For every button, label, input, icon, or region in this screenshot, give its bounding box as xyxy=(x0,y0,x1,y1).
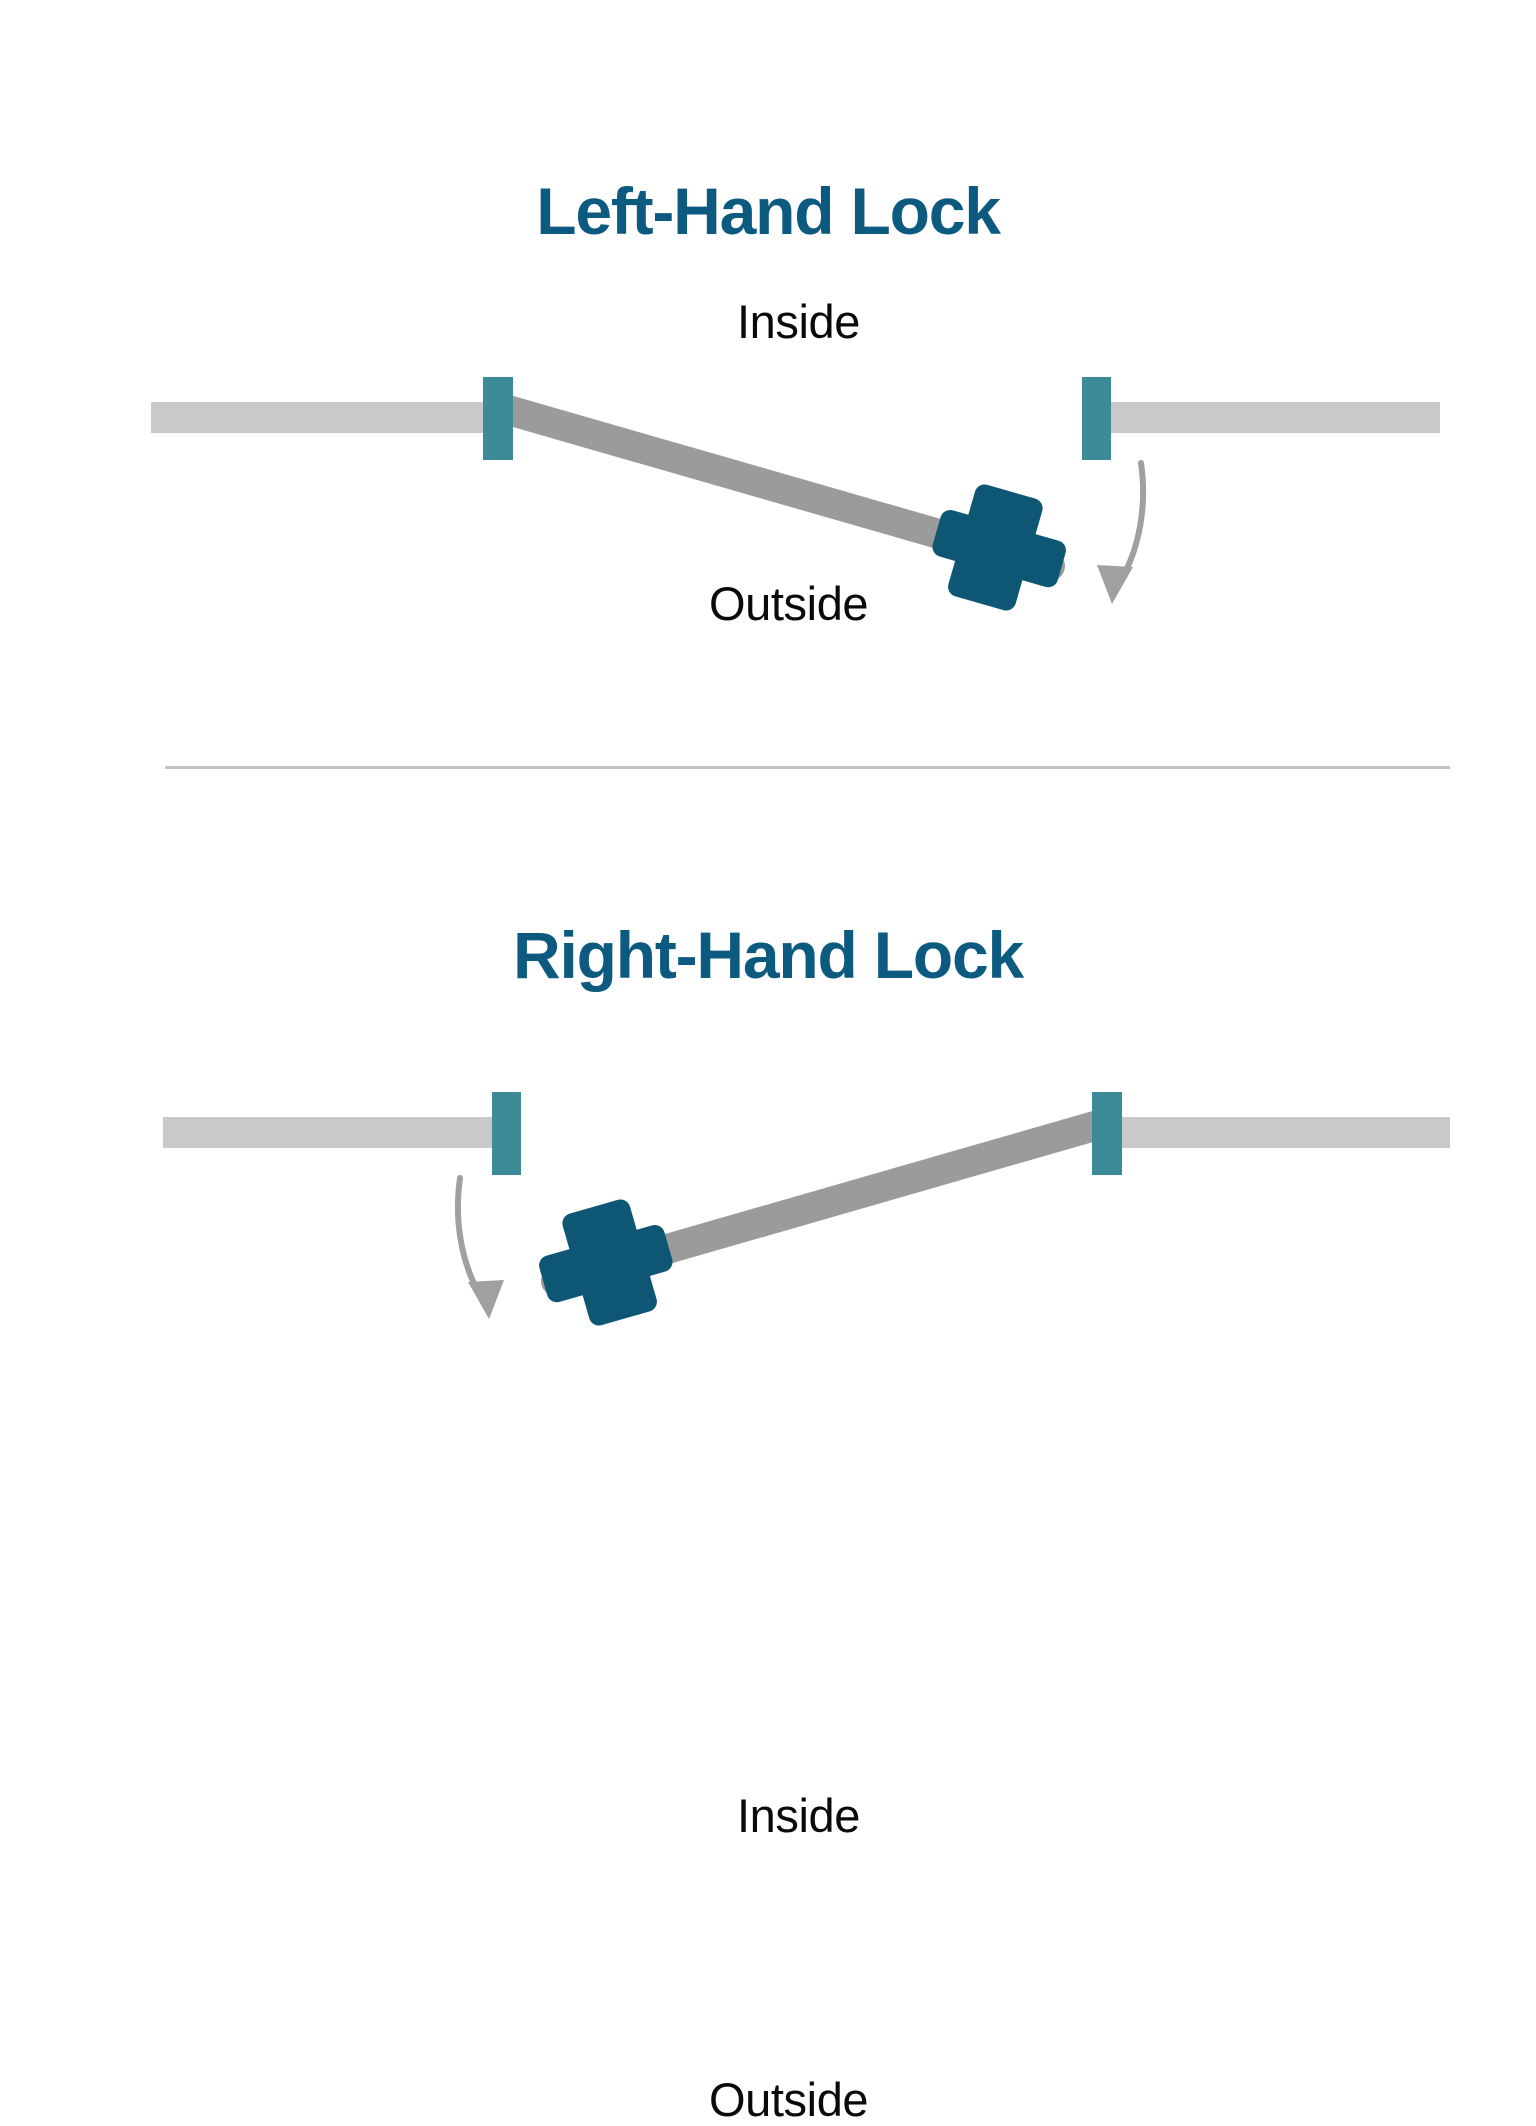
page-title-left-hand-lock: Left-Hand Lock xyxy=(536,174,1001,249)
panel-left-hand-lock: Left-Hand Lock Inside Outside xyxy=(0,0,1536,768)
panel-right-hand-lock: Right-Hand Lock Inside Outside xyxy=(0,768,1536,2123)
inside-label-bottom: Inside xyxy=(737,1789,861,1842)
outside-label-top: Outside xyxy=(709,577,869,630)
outside-label-bottom: Outside xyxy=(709,2073,869,2126)
inside-label-top: Inside xyxy=(737,295,861,348)
panel-divider xyxy=(165,766,1450,769)
page-title-right-hand-lock: Right-Hand Lock xyxy=(513,918,1024,993)
